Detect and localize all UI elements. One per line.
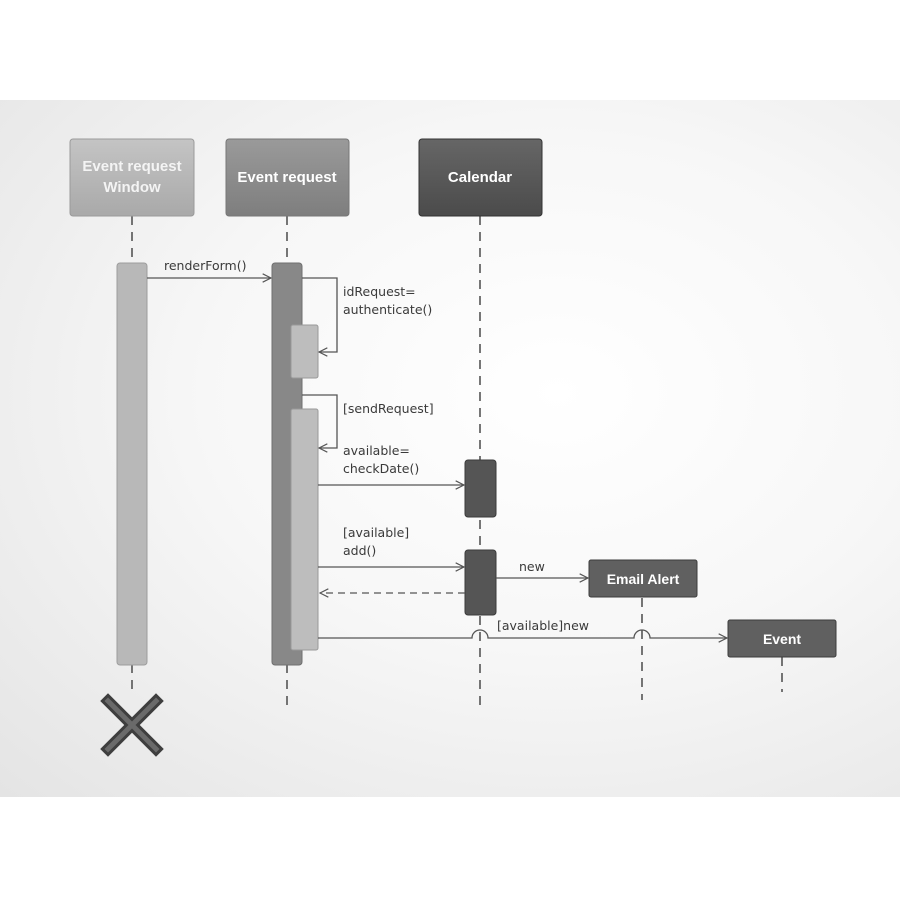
- participant-event-box: [727, 619, 837, 658]
- check-date-label-line2: checkDate(): [343, 461, 419, 476]
- check-date-label-line1: available=: [343, 443, 410, 458]
- destroy-x-icon: [100, 693, 164, 757]
- participant-calendar-box: [418, 138, 543, 217]
- render-form-label: renderForm(): [164, 258, 246, 273]
- activation-window: [116, 262, 148, 666]
- participant-calendar: Calendar: [418, 138, 543, 217]
- new-email-label: new: [519, 559, 545, 574]
- add-label-line2: add(): [343, 543, 376, 558]
- send-request-label: [sendRequest]: [343, 401, 434, 416]
- authenticate-label-line2: authenticate(): [343, 302, 432, 317]
- participant-window-label-line2: Window: [103, 179, 161, 196]
- participant-event-label: Event: [763, 631, 801, 647]
- participant-event-request: Event request: [225, 138, 350, 217]
- message-add: [available] add(): [318, 525, 464, 567]
- participant-calendar-label: Calendar: [448, 169, 512, 186]
- message-new-event: [available]new: [318, 618, 727, 638]
- message-check-date: available= checkDate(): [318, 443, 464, 485]
- authenticate-label-line1: idRequest=: [343, 284, 416, 299]
- participant-window: Event request Window: [69, 138, 195, 217]
- participant-event-request-box: [225, 138, 350, 217]
- participant-window-box: [69, 138, 195, 217]
- activation-send-request: [290, 408, 319, 651]
- send-request-arrow: [302, 394, 338, 448]
- new-event-arrow: [318, 629, 727, 638]
- participant-email-alert: Email Alert: [588, 559, 698, 598]
- participant-event-request-label: Event request: [237, 169, 336, 186]
- message-authenticate: idRequest= authenticate(): [302, 277, 432, 352]
- new-event-label: [available]new: [497, 618, 589, 633]
- lifelines: [131, 216, 783, 705]
- activation-authenticate: [290, 324, 319, 379]
- message-new-email-alert: new: [496, 559, 588, 578]
- activation-calendar-add: [464, 549, 497, 616]
- activation-calendar-check: [464, 459, 497, 518]
- message-send-request: [sendRequest]: [302, 394, 434, 448]
- participant-email-alert-label: Email Alert: [607, 571, 680, 587]
- participant-email-alert-box: [588, 559, 698, 598]
- authenticate-arrow: [302, 277, 338, 352]
- add-label-line1: [available]: [343, 525, 409, 540]
- participant-window-label-line1: Event request: [82, 158, 181, 175]
- participant-event: Event: [727, 619, 837, 658]
- message-render-form: renderForm(): [147, 258, 271, 278]
